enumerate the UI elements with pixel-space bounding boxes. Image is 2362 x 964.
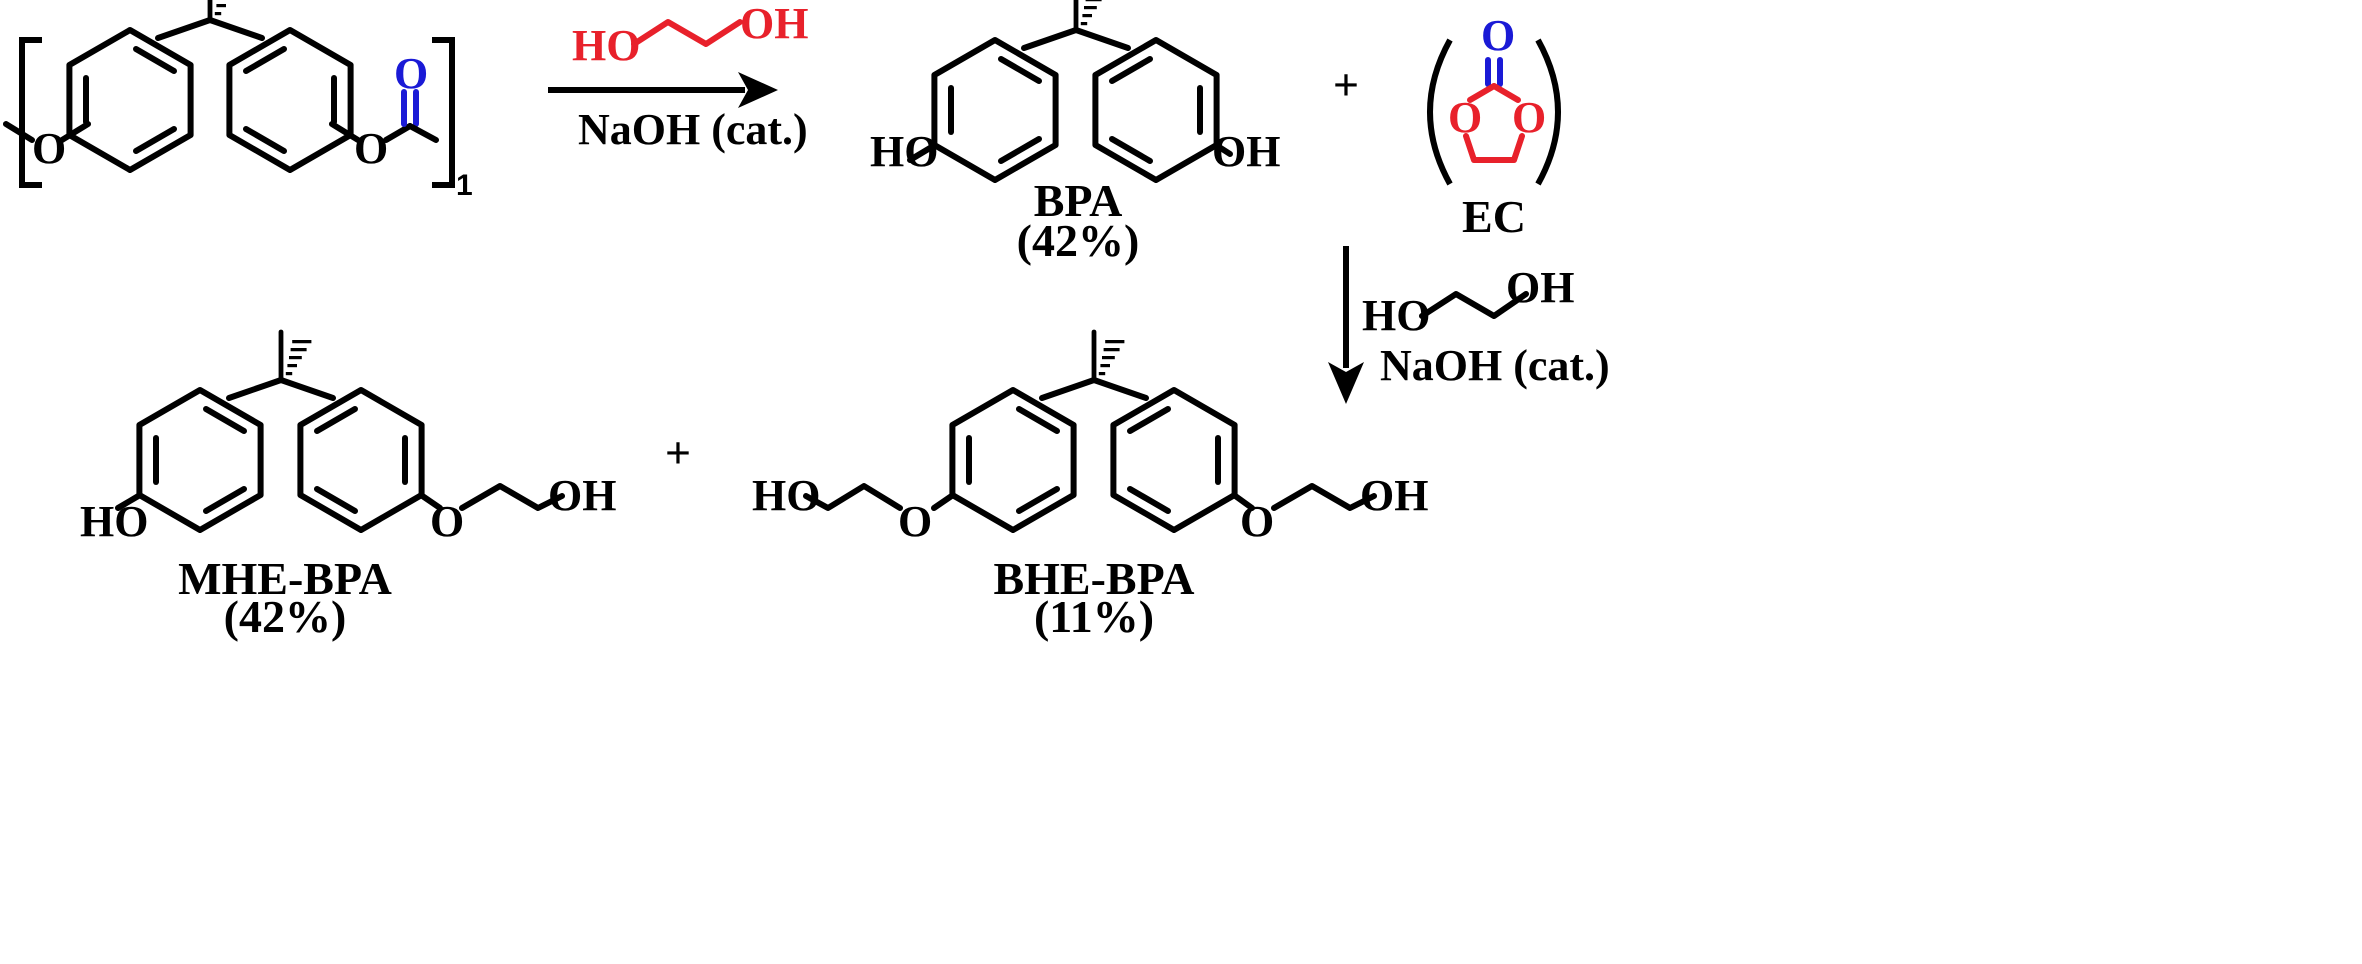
- quaternary-carbon: [210, 0, 240, 20]
- benzene-ring-left: [69, 30, 190, 170]
- ec-carbonyl-o: O: [1481, 11, 1515, 60]
- mhe-ho: HO: [80, 497, 148, 546]
- right-bracket: [432, 37, 455, 188]
- bhe-label: BHE-BPA: [993, 553, 1194, 604]
- bpa-label: BPA: [1034, 175, 1123, 226]
- bpa-product: HO OH BPA (42%): [870, 0, 1280, 266]
- bpa-yield: (42%): [1017, 215, 1140, 266]
- bhe-bpa-product: O HO O OH BHE-BPA (11%): [752, 332, 1428, 642]
- arrowhead-right: [738, 72, 778, 108]
- ec-label: EC: [1462, 191, 1526, 242]
- bhe-ring-left: [952, 390, 1073, 530]
- reaction-step-2: HO OH NaOH (cat.): [1328, 246, 1610, 404]
- plus-sign-2: +: [665, 427, 691, 478]
- bpa-ring-left: [934, 40, 1055, 180]
- mhe-o-ether: O: [430, 497, 464, 546]
- benzene-ring-right: [229, 30, 350, 170]
- bhe-ring-right: [1113, 390, 1234, 530]
- mhe-yield: (42%): [224, 591, 347, 642]
- reactant-o-right: O: [354, 124, 388, 173]
- reactant-o-left: O: [32, 124, 66, 173]
- bpa-oh: OH: [1212, 127, 1280, 176]
- ec-ring-o-right: O: [1512, 93, 1546, 142]
- left-bracket: [19, 37, 42, 188]
- ec-paren-right: [1535, 38, 1561, 186]
- mhe-oh: OH: [548, 471, 616, 520]
- polycarbonate-reactant: O O O 1: [3, 0, 473, 202]
- plus-sign-1: +: [1333, 59, 1359, 110]
- mhe-bpa-product: HO O OH MHE-BPA (42%): [80, 332, 616, 642]
- repeat-subscript: 1: [456, 169, 473, 202]
- step1-reagent-oh: OH: [740, 0, 808, 48]
- step2-reagent-oh: OH: [1506, 263, 1574, 312]
- step1-catalyst: NaOH (cat.): [578, 105, 808, 154]
- arrowhead-down: [1328, 362, 1364, 404]
- bpa-ho: HO: [870, 127, 938, 176]
- bhe-ho: HO: [752, 471, 820, 520]
- mhe-ring-right: [300, 390, 421, 530]
- bhe-yield: (11%): [1034, 591, 1154, 642]
- reactant-carbonyl-o: O: [394, 49, 428, 98]
- mhe-label: MHE-BPA: [178, 553, 392, 604]
- bhe-oh: OH: [1360, 471, 1428, 520]
- bpa-ring-right: [1095, 40, 1216, 180]
- mhe-ring-left: [139, 390, 260, 530]
- bhe-o-left: O: [898, 497, 932, 546]
- ec-paren-left: [1427, 38, 1453, 186]
- bhe-o-right: O: [1240, 497, 1274, 546]
- ethylene-carbonate: O O O EC: [1427, 11, 1561, 242]
- step1-reagent-ho: HO: [572, 21, 640, 70]
- reaction-step-1: HO OH NaOH (cat.): [548, 0, 808, 154]
- step2-catalyst: NaOH (cat.): [1380, 341, 1610, 390]
